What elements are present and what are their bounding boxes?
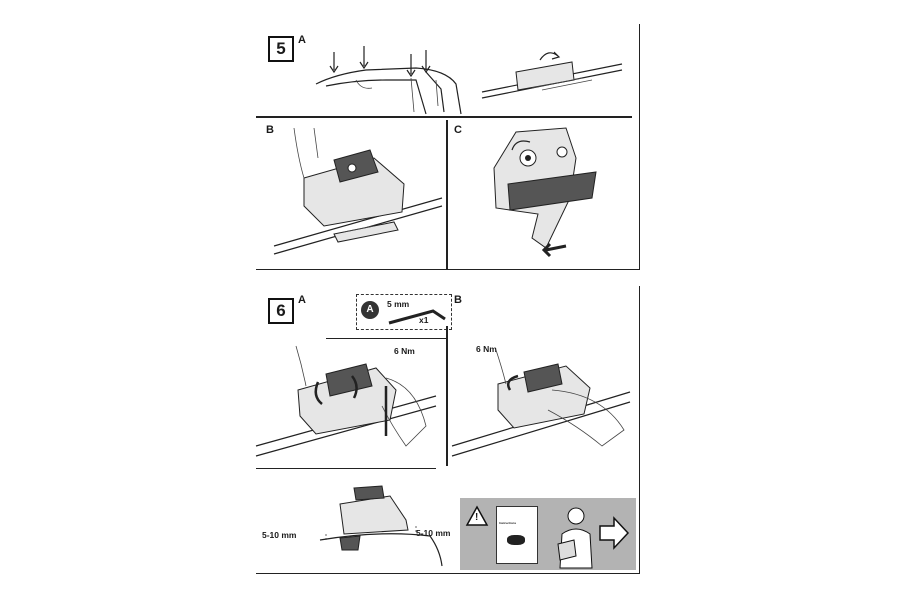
step-6-panel: 6 A B A 5 mm x1 6 Nm 6 Nm — [255, 286, 640, 574]
instruction-booklet: Instructions — [496, 506, 538, 564]
person-reading-icon — [557, 507, 593, 569]
tighten-bolt-a-illustration — [255, 345, 437, 457]
step-5-panel: 5 A B C — [256, 24, 640, 270]
booklet-title: Instructions — [499, 521, 517, 525]
step-5c-label: C — [454, 124, 462, 136]
gap-label-right: 5-10 mm — [416, 528, 451, 538]
step-6-number: 6 — [268, 298, 294, 324]
foot-gap-diagram — [319, 485, 443, 567]
rotate-arrow-icon — [314, 381, 323, 405]
warning-symbol: ! — [475, 512, 479, 523]
tool-hex-key-box: A 5 mm x1 — [356, 294, 452, 330]
tool-qty-label: x1 — [419, 315, 429, 325]
rotate-arrow-icon — [507, 374, 519, 391]
step-5-number: 5 — [268, 36, 294, 62]
read-instructions-panel: ! Instructions — [460, 498, 636, 570]
warning-triangle-icon — [465, 505, 489, 526]
step-5b-label: B — [266, 124, 274, 136]
step-6a-label: A — [298, 294, 306, 306]
clamp-bracket-illustration — [493, 127, 597, 258]
rail-cover-illustration — [481, 51, 623, 99]
car-roof-illustration — [315, 46, 462, 115]
tool-badge: A — [361, 301, 379, 319]
torque-label-b: 6 Nm — [476, 344, 497, 354]
gap-label-left: 5-10 mm — [262, 530, 297, 540]
step-6b-label: B — [454, 294, 462, 306]
next-arrow-icon — [599, 516, 630, 550]
down-arrow-icon — [329, 46, 431, 78]
foot-on-rail-illustration — [273, 127, 443, 255]
lift-arrow-icon — [539, 51, 561, 61]
left-arrow-icon — [541, 242, 567, 258]
torque-label-a: 6 Nm — [394, 346, 415, 356]
tool-size-label: 5 mm — [387, 299, 410, 309]
hex-key-icon — [388, 309, 446, 325]
step-5a-label: A — [298, 34, 306, 46]
rotate-arrow-icon — [511, 140, 531, 151]
tighten-bolt-b-illustration — [451, 349, 631, 457]
